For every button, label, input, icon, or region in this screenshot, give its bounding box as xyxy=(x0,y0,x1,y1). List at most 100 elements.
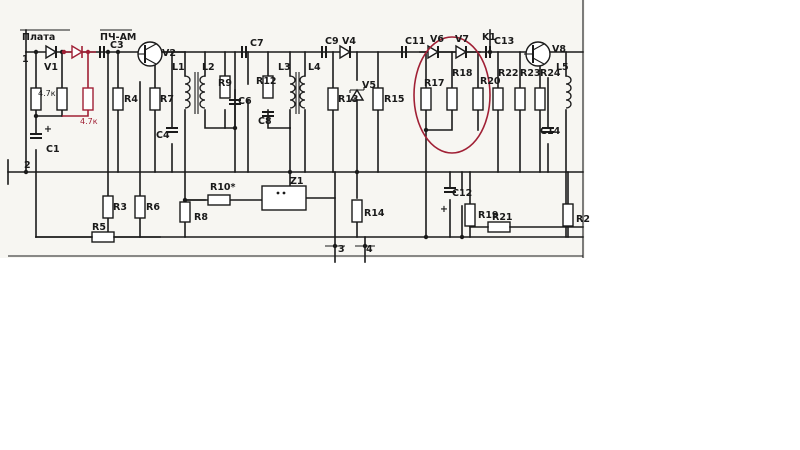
label-v1: V1 xyxy=(44,62,58,73)
resistor-r19 xyxy=(464,203,476,227)
coil-l4 xyxy=(299,75,306,109)
label-if-am: ПЧ-АМ xyxy=(100,32,136,43)
resistor-4k7-left xyxy=(30,87,42,111)
label-c13: C13 xyxy=(494,36,514,47)
transistor-v2 xyxy=(137,41,163,67)
coil-l5 xyxy=(565,75,572,109)
resistor-r24 xyxy=(534,87,546,111)
label-v4: V4 xyxy=(342,36,356,47)
annotation-added-parts xyxy=(61,44,96,117)
resistor-r23 xyxy=(514,87,526,111)
label-r12: R12 xyxy=(256,76,277,87)
label-c9: C9 xyxy=(325,36,339,47)
label-v2: V2 xyxy=(162,48,176,59)
diode-v6 xyxy=(427,44,440,60)
label-r21: R21 xyxy=(492,212,513,223)
label-c12: C12 xyxy=(452,188,472,199)
coil-l3 xyxy=(289,75,296,109)
value-4k7-black: 4.7к xyxy=(38,89,56,98)
label-v7: V7 xyxy=(455,34,469,45)
label-c11: C11 xyxy=(405,36,425,47)
resistor-r8 xyxy=(179,201,191,223)
label-r20: R20 xyxy=(480,76,501,87)
filter-z1 xyxy=(261,185,307,211)
label-r23: R23 xyxy=(520,68,541,79)
label-r2: R2 xyxy=(576,214,590,225)
label-r3: R3 xyxy=(113,202,127,213)
label-pin-1: 1 xyxy=(22,54,29,65)
label-board: Плата xyxy=(22,32,55,43)
label-c14: C14 xyxy=(540,126,561,137)
label-r13: R13 xyxy=(338,94,359,105)
label-r18: R18 xyxy=(452,68,473,79)
resistor-r10 xyxy=(207,194,231,206)
label-l3: L3 xyxy=(278,62,291,73)
resistor-left-2 xyxy=(56,87,68,111)
label-r24: R24 xyxy=(540,68,561,79)
components xyxy=(20,29,584,249)
resistor-r5 xyxy=(91,231,115,243)
label-l2: L2 xyxy=(202,62,215,73)
label-r14: R14 xyxy=(364,208,385,219)
resistor-r2 xyxy=(562,203,574,227)
resistor-r20 xyxy=(472,87,484,111)
resistor-r18 xyxy=(446,87,458,111)
schematic-paper xyxy=(0,0,585,258)
diode-v4 xyxy=(339,44,352,60)
label-r15: R15 xyxy=(384,94,405,105)
resistor-r21 xyxy=(487,221,511,233)
label-k1: K1 xyxy=(482,32,496,43)
resistor-r17 xyxy=(420,87,432,111)
added-resistor-4k7 xyxy=(82,87,94,111)
label-l1: L1 xyxy=(172,62,185,73)
resistor-r9 xyxy=(219,75,231,99)
label-plus-c1: + xyxy=(44,124,52,135)
label-c4: C4 xyxy=(156,130,170,141)
resistor-r15 xyxy=(372,87,384,111)
label-c6: C6 xyxy=(238,96,252,107)
label-l5: L5 xyxy=(556,62,569,73)
highlight-circle xyxy=(413,36,491,154)
value-4k7-red: 4.7к xyxy=(80,117,98,126)
labels: Плата ПЧ-АМ 1 2 3 4 V1 V2 V4 V5 V6 V7 V8… xyxy=(22,32,590,255)
label-c7: C7 xyxy=(250,38,264,49)
resistor-r7 xyxy=(149,87,161,111)
resistor-r22 xyxy=(492,87,504,111)
label-r7: R7 xyxy=(160,94,174,105)
resistor-r4 xyxy=(112,87,124,111)
label-v5: V5 xyxy=(362,80,376,91)
transistor-v8 xyxy=(524,41,551,67)
resistor-r6 xyxy=(134,195,146,219)
zener-v5 xyxy=(349,88,365,101)
label-c1: C1 xyxy=(46,144,60,155)
label-r6: R6 xyxy=(146,202,160,213)
label-r4: R4 xyxy=(124,94,138,105)
label-pin-3: 3 xyxy=(338,244,345,255)
label-r17: R17 xyxy=(424,78,445,89)
label-plus-c12: + xyxy=(440,204,448,215)
resistor-r3 xyxy=(102,195,114,219)
label-l4: L4 xyxy=(308,62,321,73)
diode-v1 xyxy=(45,44,58,60)
label-r22: R22 xyxy=(498,68,519,79)
label-r9: R9 xyxy=(218,78,232,89)
label-z1: Z1 xyxy=(290,176,304,187)
coil-l2 xyxy=(199,75,206,109)
resistor-r14 xyxy=(351,199,363,223)
resistor-r13 xyxy=(327,87,339,111)
label-v6: V6 xyxy=(430,34,444,45)
label-r19: R19 xyxy=(478,210,499,221)
label-r10: R10* xyxy=(210,182,236,193)
label-pin-2: 2 xyxy=(24,160,31,171)
label-v8: V8 xyxy=(552,44,566,55)
label-pin-4: 4 xyxy=(366,244,373,255)
label-c8: C8 xyxy=(258,116,272,127)
label-r8: R8 xyxy=(194,212,208,223)
label-c3: C3 xyxy=(110,40,124,51)
coil-l1 xyxy=(184,75,191,109)
resistor-r12 xyxy=(262,75,274,99)
wiring xyxy=(7,0,584,263)
label-r5: R5 xyxy=(92,222,106,233)
diode-v7 xyxy=(455,44,468,60)
